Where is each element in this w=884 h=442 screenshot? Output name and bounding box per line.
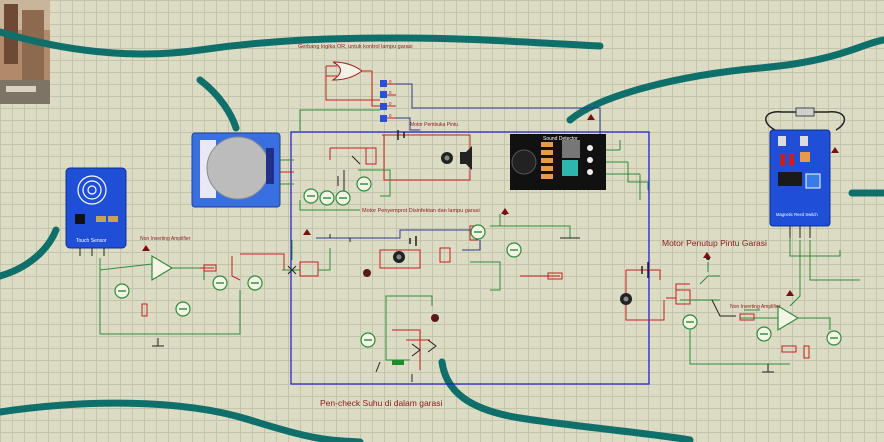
teal-cables: [0, 28, 884, 442]
power-terminals: [142, 114, 839, 296]
temp-check-label: Pen-check Suhu di dalam garasi: [320, 398, 442, 408]
motor-close-label: Motor Penutup Pintu Garasi: [662, 238, 767, 248]
touch-sensor-label: Touch Sensor: [76, 238, 107, 244]
right-side-wiring: [560, 140, 841, 257]
logic-inputs: 0 0 0 0: [380, 79, 396, 122]
svg-text:0: 0: [389, 113, 392, 118]
garage-photo-thumbnail: [0, 0, 50, 104]
main-circuit-frame: [290, 131, 650, 385]
or-gate-label: Gerbang logika OR, untuk kontrol lampu g…: [298, 44, 413, 50]
non-inverting-amplifier-right: [739, 240, 860, 373]
spray-motor-circuit: [316, 211, 571, 291]
svg-text:0: 0: [389, 79, 392, 84]
sound-detector-title: Sound Detector: [543, 136, 578, 142]
motor-open-label: Motor Pembuka Pintu: [410, 122, 458, 128]
non-inv-amp-left-label: Non Inverting Amplifier: [140, 236, 191, 242]
motor-close-circuit: [620, 256, 790, 365]
magnetic-reed-switch-label: Magnetic Reed Switch: [776, 212, 818, 217]
svg-text:0: 0: [389, 101, 392, 106]
relay-left: [282, 240, 331, 277]
touch-sensor-module[interactable]: [65, 167, 127, 256]
motor-open-circuit: [329, 130, 472, 192]
non-inv-amp-right-label: Non Inverting Amplifier: [730, 304, 781, 310]
pir-sensor-module[interactable]: [191, 132, 294, 208]
sound-detector-module[interactable]: [510, 134, 640, 190]
magnetic-reed-switch-module[interactable]: [765, 107, 846, 238]
svg-text:0: 0: [389, 90, 392, 95]
temperature-check-circuit: [360, 295, 439, 382]
or-gate-wires: [299, 66, 601, 135]
motor-spray-label: Motor Penyemprot Disinfektan dan lampu g…: [362, 208, 480, 214]
non-inverting-amplifier-left: [99, 253, 285, 347]
or-gate[interactable]: [326, 61, 372, 81]
